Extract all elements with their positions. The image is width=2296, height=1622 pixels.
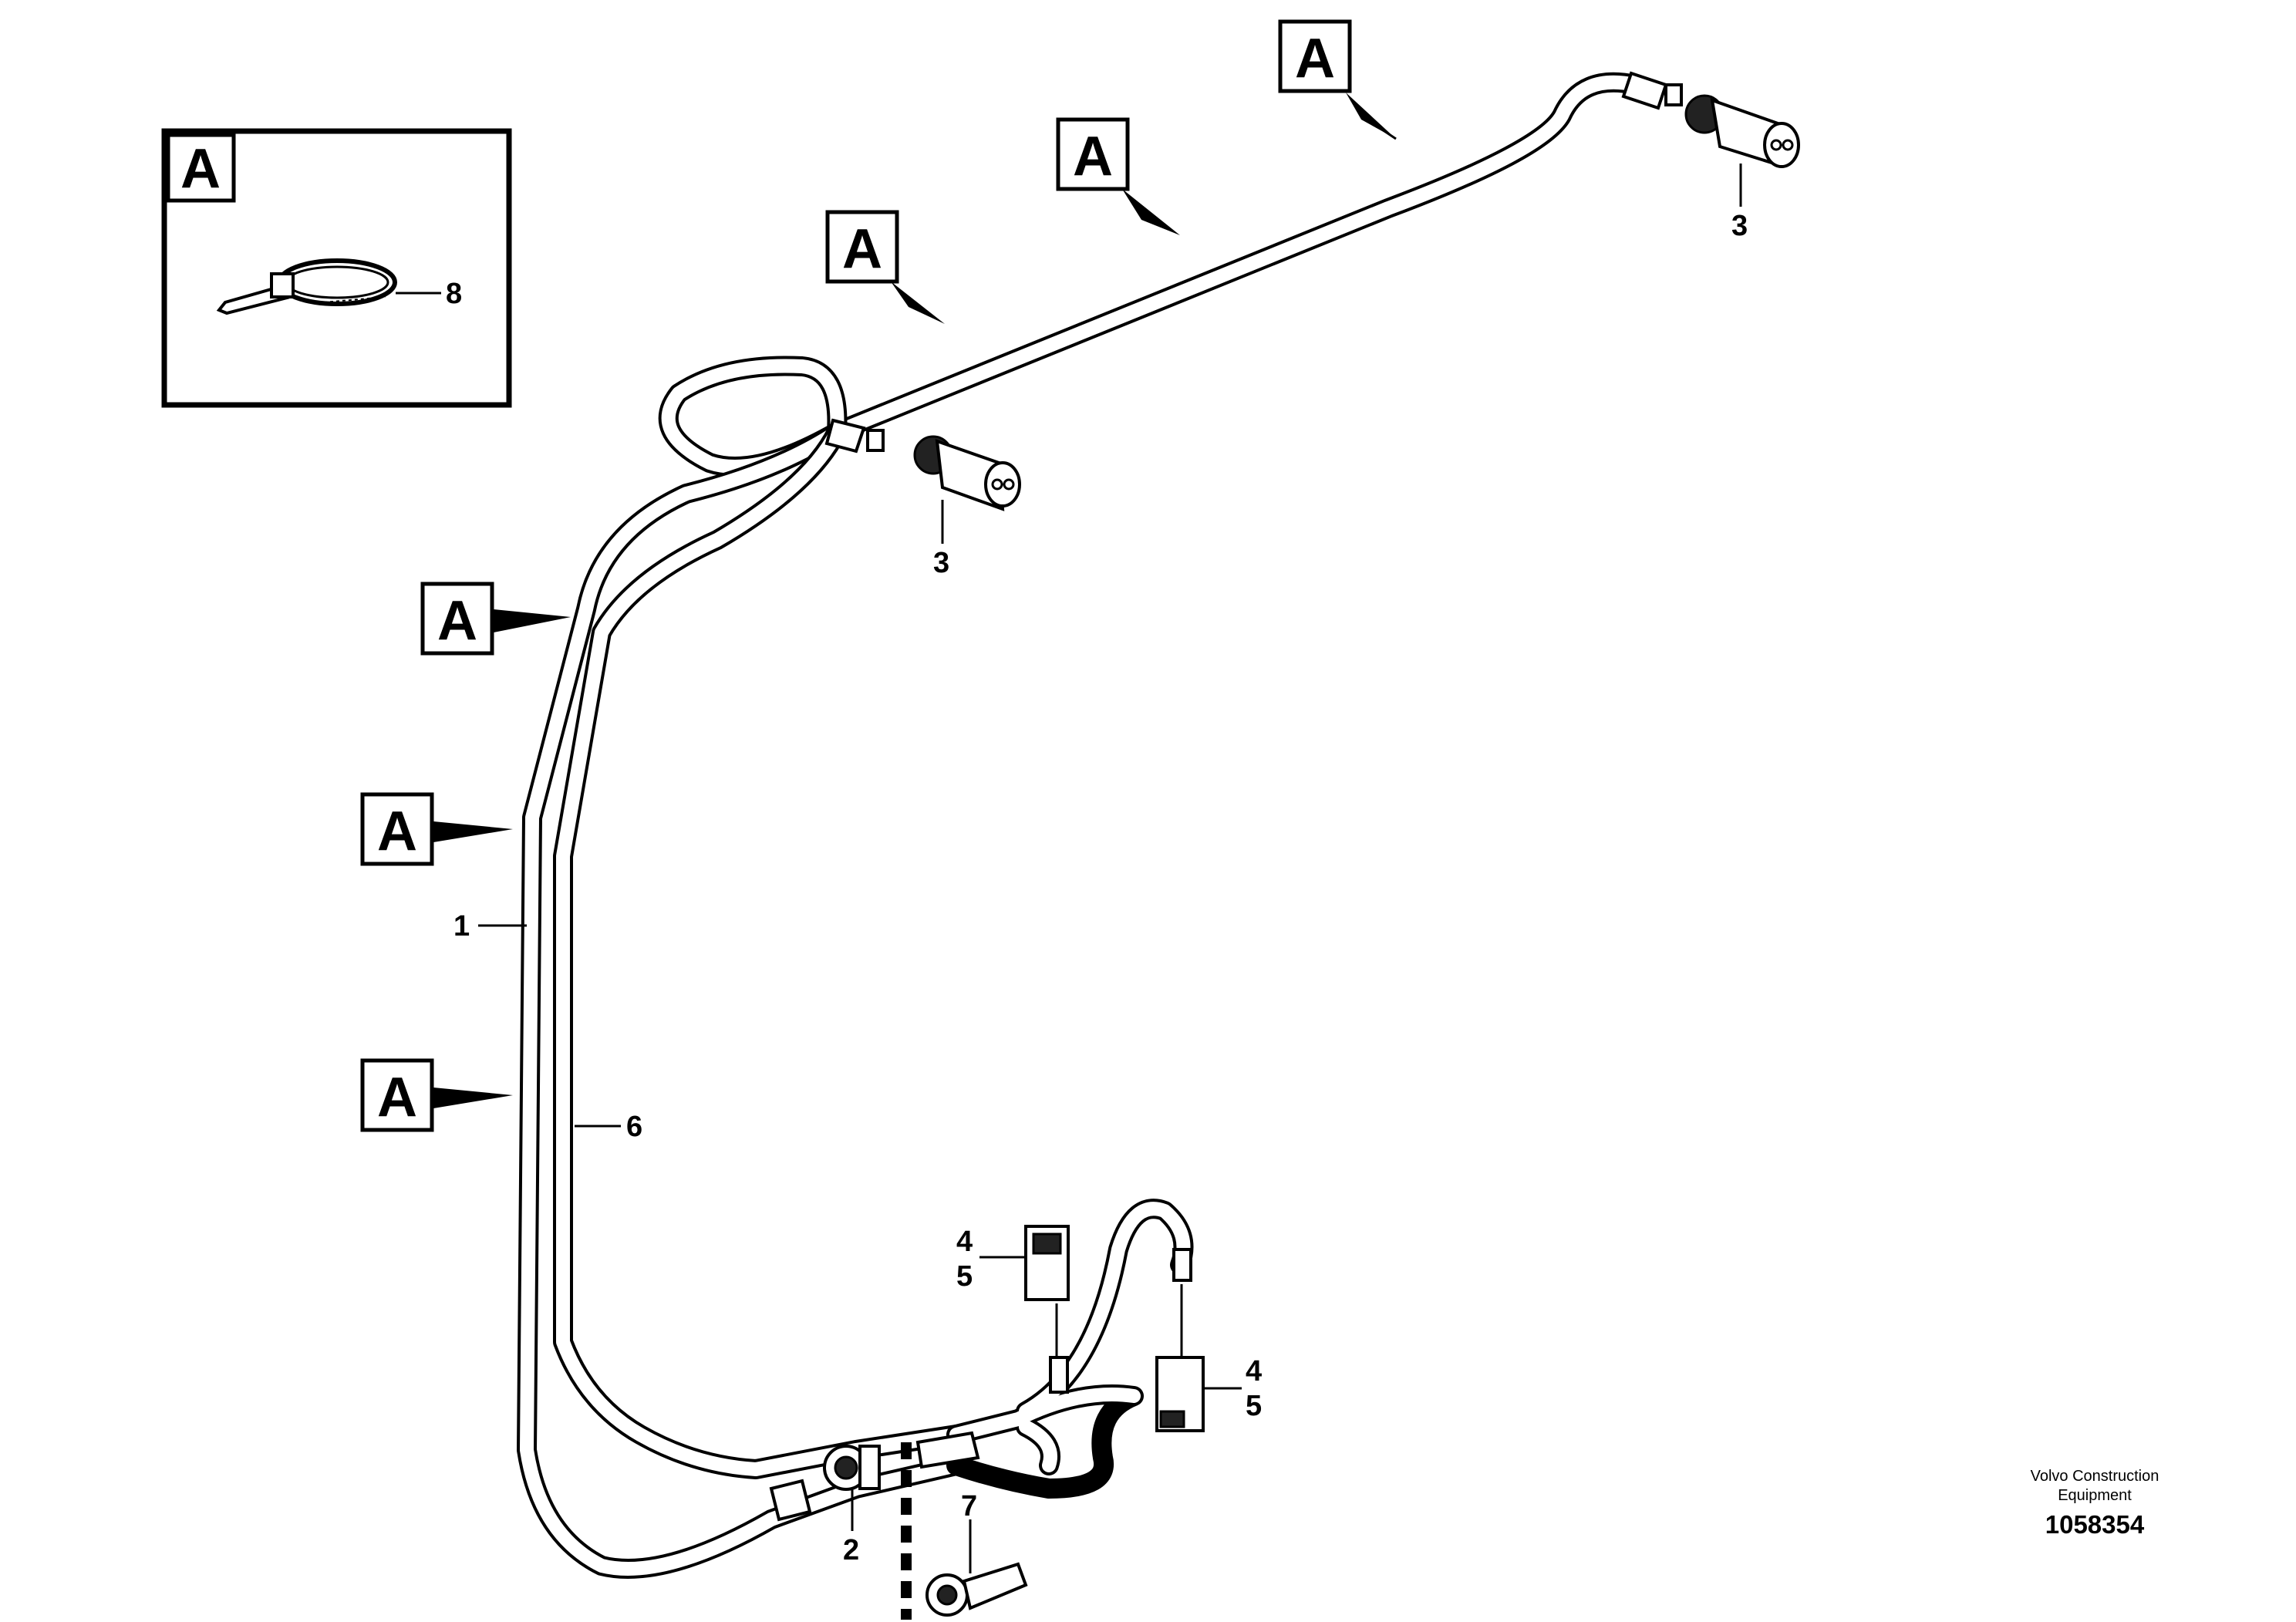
callout-5-right: 5 — [1246, 1390, 1262, 1422]
callout-5-left: 5 — [956, 1260, 973, 1293]
reference-a-2-label: A — [1073, 126, 1113, 187]
reference-a-4-label: A — [437, 590, 477, 652]
connector-3-upper — [1621, 71, 1800, 168]
callout-4-left: 4 — [956, 1226, 973, 1258]
brand-line-2: Equipment — [2058, 1487, 2132, 1504]
reference-a-6-label: A — [377, 1067, 417, 1128]
plug-4-5-right — [1155, 1248, 1205, 1432]
callout-6: 6 — [626, 1111, 642, 1143]
reference-a-5-label: A — [377, 801, 417, 862]
reference-a-1-label: A — [1295, 28, 1335, 89]
reference-a-5: A — [360, 792, 513, 866]
connector-2 — [823, 1445, 881, 1491]
inset-ref-label: A — [180, 138, 221, 200]
reference-a-3: A — [825, 210, 945, 324]
reference-a-1: A — [1278, 19, 1397, 140]
callout-3-lower: 3 — [933, 547, 949, 579]
cable-tie-icon — [216, 258, 397, 315]
plug-4-5-left — [1024, 1225, 1070, 1394]
harness-main — [517, 72, 1645, 1579]
document-number: 1058354 — [2045, 1510, 2145, 1539]
connector-3-lower — [824, 418, 1021, 511]
callout-7: 7 — [961, 1490, 977, 1523]
reference-a-4: A — [420, 582, 571, 656]
inset-detail-box: A 8 — [161, 128, 512, 408]
brand-line-1: Volvo Construction — [2031, 1468, 2159, 1485]
reference-a-2: A — [1056, 117, 1180, 235]
callout-3-upper: 3 — [1731, 210, 1748, 242]
callout-1: 1 — [453, 910, 470, 943]
callout-4-right: 4 — [1246, 1355, 1262, 1388]
reference-a-3-label: A — [842, 218, 882, 280]
reference-a-6: A — [360, 1058, 513, 1132]
callout-2: 2 — [843, 1534, 859, 1566]
inset-part-number: 8 — [446, 278, 462, 310]
part-7 — [925, 1562, 1028, 1617]
